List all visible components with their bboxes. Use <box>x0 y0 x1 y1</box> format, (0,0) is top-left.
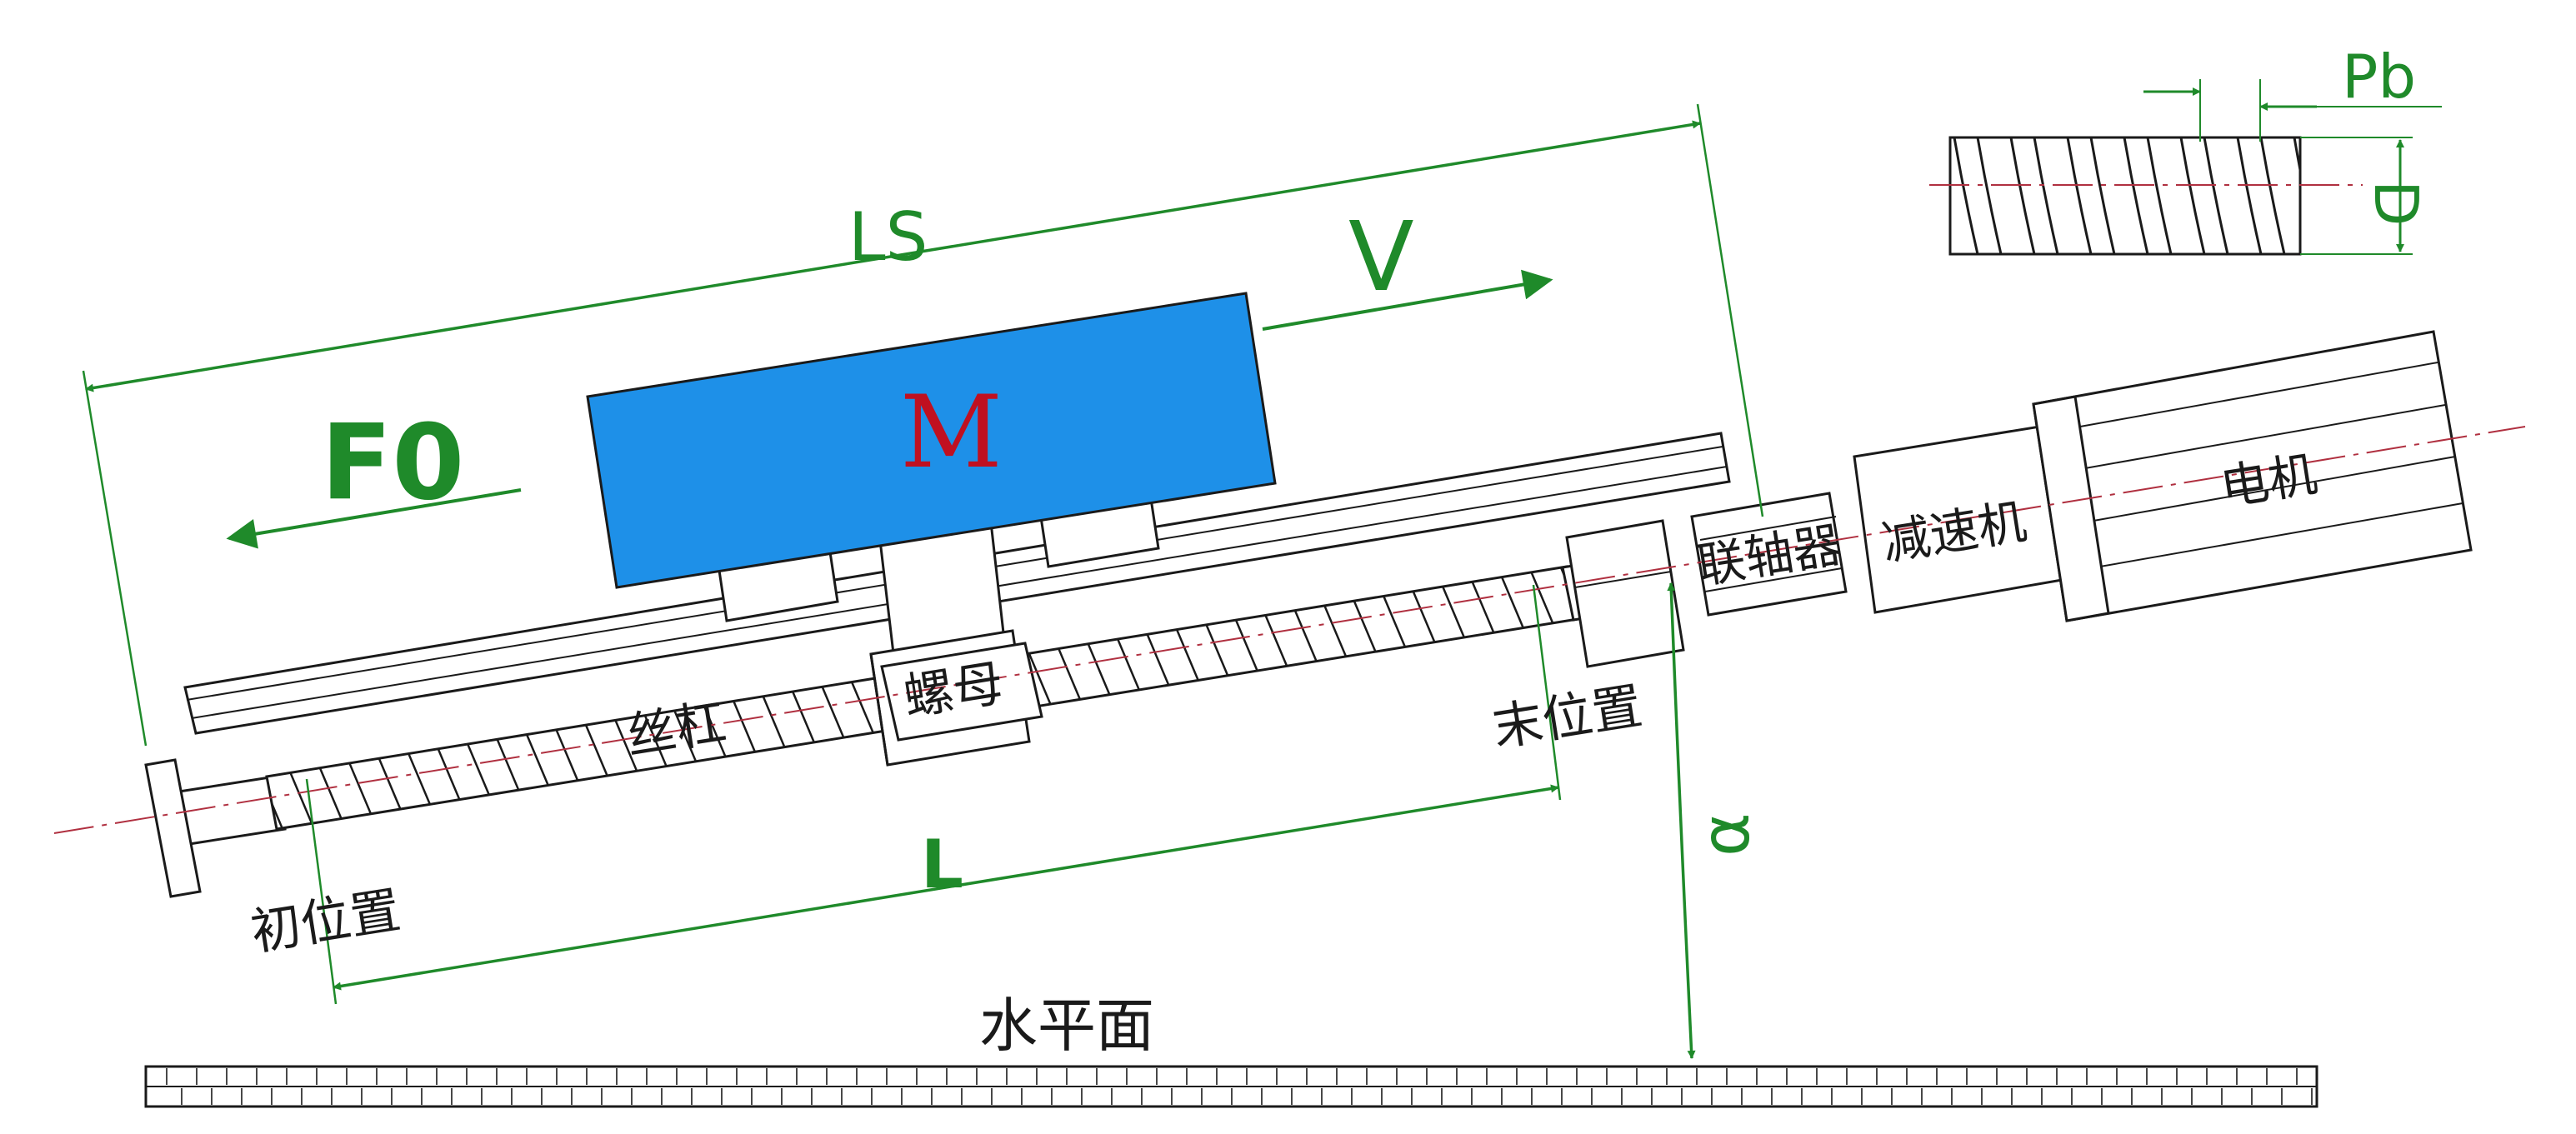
thread-stroke <box>1232 613 1262 678</box>
motor <box>2032 330 2473 622</box>
detail-thread-stroke <box>1953 137 1979 254</box>
thread-stroke <box>641 709 671 774</box>
coupling-line-2 <box>1704 567 1843 592</box>
thread-stroke <box>1262 608 1291 673</box>
mass-label: M <box>900 375 1003 491</box>
end-position-label: 末位置 <box>1488 677 1646 758</box>
coupling-body <box>1690 492 1848 617</box>
thread-stroke <box>553 723 582 788</box>
thread-stroke <box>1350 594 1379 659</box>
horizontal-plane <box>144 1065 2318 1108</box>
thread-stroke <box>848 675 878 740</box>
ls-extension-right <box>1696 103 1764 517</box>
detail-threads <box>1953 137 2341 254</box>
thread-stroke <box>759 690 788 755</box>
thread-stroke <box>1439 580 1468 645</box>
stroke-extension-left <box>305 778 338 1005</box>
thread-stroke <box>1203 618 1232 683</box>
detail-screw-body <box>1948 136 2302 256</box>
force-label: F0 <box>321 402 464 523</box>
thread-stroke <box>1173 622 1203 687</box>
motor-line-3 <box>2093 456 2456 522</box>
diameter-label: D <box>2361 180 2431 226</box>
thread-stroke <box>1143 627 1173 692</box>
thread-stroke <box>612 713 641 778</box>
pitch-label: Pb <box>2342 42 2416 112</box>
thread-stroke <box>1114 632 1143 697</box>
detail-thread-stroke <box>2293 137 2300 177</box>
bearing-block-line <box>1574 571 1672 588</box>
force-arrow <box>226 488 522 549</box>
thread-stroke <box>1055 642 1084 707</box>
angle-label: α <box>1687 812 1764 857</box>
motor-line-2 <box>2084 404 2446 469</box>
plane-hatch <box>166 1068 2313 1105</box>
stroke-label: L <box>921 826 963 903</box>
coupling <box>1690 492 1848 617</box>
detail-thread-stroke <box>1976 137 2003 254</box>
thread-stroke <box>287 766 316 829</box>
ls-label: LS <box>848 198 928 276</box>
start-position-label: 初位置 <box>247 882 404 962</box>
stroke-extension-right <box>1532 584 1562 801</box>
detail-thread-stroke <box>2318 137 2341 254</box>
detail-thread-stroke <box>2179 137 2206 254</box>
motor-line-4 <box>2099 502 2463 567</box>
nut-edge <box>869 653 889 766</box>
motor-flange <box>2032 395 2110 622</box>
velocity-label: V <box>1348 202 1414 313</box>
detail-thread-stroke <box>2009 137 2036 254</box>
thread-stroke <box>1498 570 1528 635</box>
velocity-arrow <box>1262 269 1553 331</box>
thread-stroke <box>1380 589 1409 654</box>
thread-stroke <box>1528 567 1557 631</box>
thread-stroke <box>1025 647 1054 712</box>
ls-extension-left <box>82 370 148 747</box>
thread-stroke <box>1084 637 1113 702</box>
nut-flange <box>880 642 1043 742</box>
coupling-line-1 <box>1699 516 1837 541</box>
thread-stroke <box>1291 604 1321 669</box>
detail-thread-stroke <box>2259 137 2286 254</box>
detail-thread-stroke <box>2203 137 2229 254</box>
center-axis <box>53 426 2526 834</box>
detail-thread-stroke <box>2123 137 2149 254</box>
thread-stroke <box>730 694 759 759</box>
thread-stroke <box>582 718 612 783</box>
detail-thread-stroke <box>2236 137 2263 254</box>
detail-thread-stroke <box>2033 137 2059 254</box>
thread-stroke <box>789 685 818 750</box>
thread-stroke <box>671 704 700 769</box>
thread-stroke <box>523 727 553 792</box>
horizontal-plane-label: 水平面 <box>979 992 1154 1060</box>
detail-thread-stroke <box>2146 137 2173 254</box>
thread-stroke <box>1321 599 1350 664</box>
angle-arc <box>1667 582 1696 1059</box>
screw-detail: Pb D <box>1929 42 2442 256</box>
screw-end-bearing <box>144 758 202 898</box>
detail-thread-stroke <box>2089 137 2116 254</box>
thread-stroke <box>1468 575 1498 640</box>
thread-stroke <box>700 699 729 764</box>
thread-stroke <box>818 680 848 745</box>
ls-dimension-line <box>85 120 1701 392</box>
stroke-dimension-line <box>333 784 1559 991</box>
bearing-block <box>1565 519 1685 668</box>
detail-thread-stroke <box>2066 137 2093 254</box>
motor-line-1 <box>2079 362 2438 427</box>
thread-stroke <box>1409 585 1438 650</box>
